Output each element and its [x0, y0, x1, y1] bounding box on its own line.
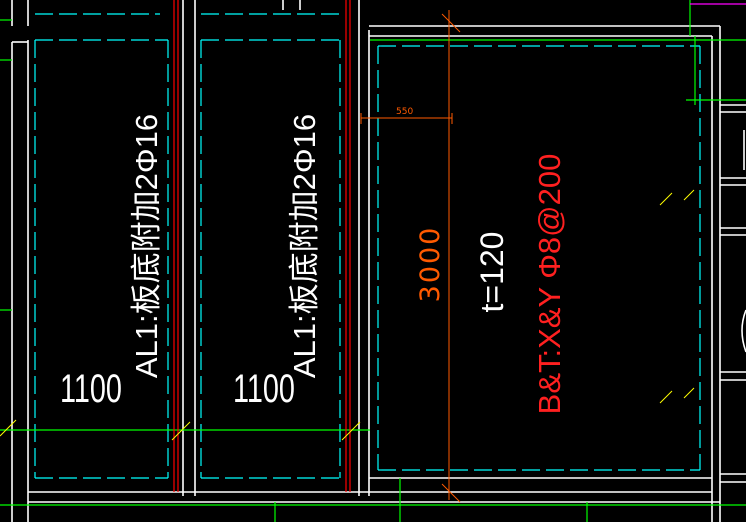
- strip-2-width-label: 1100: [233, 367, 295, 411]
- dimension-lines: [360, 10, 461, 503]
- strip-1-width-label: 1100: [60, 367, 122, 411]
- slab-thickness-label: t=120: [474, 231, 510, 313]
- slab-length-dimension: 3000: [414, 225, 446, 303]
- slab-rebar-label: B&T:X&Y Φ8@200: [531, 153, 567, 415]
- axis-dashed-lines: [34, 13, 701, 479]
- offset-dimension-label: 550: [396, 107, 414, 117]
- strip-2-reinforcement-note: AL1:板底附加2Φ16: [286, 113, 322, 379]
- strip-1-reinforcement-note: AL1:板底附加2Φ16: [128, 113, 164, 379]
- beam-lines: [173, 0, 351, 492]
- wall-outlines: [11, 0, 746, 522]
- tick-marks: [0, 189, 695, 441]
